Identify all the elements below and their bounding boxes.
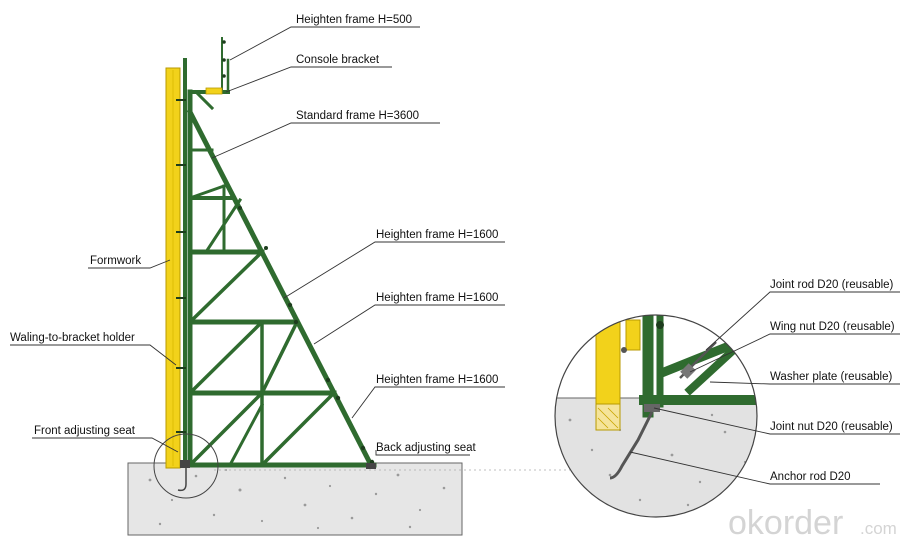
front-seat-detail-marker (153, 433, 570, 499)
label-waling-holder: Waling-to-bracket holder (10, 332, 135, 344)
label-standard-frame-3600: Standard frame H=3600 (296, 110, 419, 122)
label-heighten-frame-1600-bottom: Heighten frame H=1600 (376, 374, 498, 386)
concrete-foundation (127, 462, 463, 536)
formwork-panel (165, 67, 181, 469)
label-anchor-rod: Anchor rod D20 (770, 471, 851, 483)
label-wing-nut: Wing nut D20 (reusable) (770, 321, 895, 333)
bracket-frame (176, 37, 377, 469)
watermark: okorder .com (728, 504, 897, 542)
label-joint-nut: Joint nut D20 (reusable) (770, 421, 893, 433)
label-back-adjusting-seat: Back adjusting seat (376, 442, 477, 454)
label-washer-plate: Washer plate (reusable) (770, 371, 892, 383)
anchor-detail-view (554, 314, 758, 518)
label-heighten-frame-1600-middle: Heighten frame H=1600 (376, 292, 498, 304)
callout-labels: Heighten frame H=500 Console bracket Sta… (10, 14, 895, 483)
watermark-suffix: .com (860, 519, 897, 538)
leader-lines (10, 26, 900, 485)
watermark-brand: okorder (728, 504, 843, 542)
label-heighten-frame-1600-top: Heighten frame H=1600 (376, 229, 498, 241)
label-joint-rod: Joint rod D20 (reusable) (770, 279, 894, 291)
label-formwork: Formwork (90, 255, 141, 267)
label-front-adjusting-seat: Front adjusting seat (34, 425, 136, 437)
label-console-bracket: Console bracket (296, 54, 380, 66)
label-heighten-frame-500: Heighten frame H=500 (296, 14, 412, 26)
